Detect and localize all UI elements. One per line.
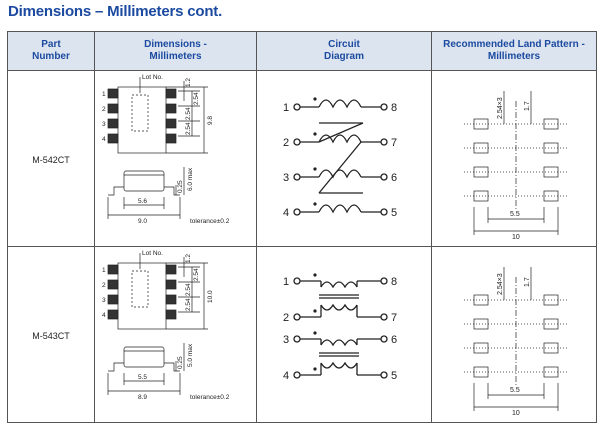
circuit-diagram: 1 2 3 4 8 7 6 5 (283, 273, 397, 382)
dim-1-2: 1.2 (185, 254, 192, 263)
dim-10: 10 (512, 410, 520, 417)
header-line: Circuit (328, 39, 360, 50)
dim-2-54: 2.54 (185, 122, 192, 135)
pin-label: 4 (283, 207, 289, 219)
pin-label: 2 (283, 137, 289, 149)
dim-1-7: 1.7 (524, 277, 531, 287)
table-row: M-542CT (7, 70, 597, 247)
pin-label: 5 (391, 370, 397, 382)
land-pattern-drawing: 2.54×3 1.7 5.5 10 (464, 91, 568, 241)
header-line: Part (41, 39, 61, 50)
circuit-diagram: 1 2 3 4 8 7 6 5 (283, 97, 397, 219)
part-number-cell: M-542CT (7, 70, 95, 247)
dim-0-25: 0.25 (177, 356, 184, 369)
dim-inner-width: 5.6 (138, 198, 147, 205)
dim-height: 9.8 (207, 116, 214, 125)
dimensions-cell: Lot No. 1 2 3 4 1.2 2.54 2.54 2.54 10.0 … (94, 246, 257, 423)
dim-2-54: 2.54 (185, 298, 192, 311)
pin-label: 1 (283, 102, 289, 114)
dim-2-54: 2.54 (193, 92, 200, 105)
dim-2-54: 2.54 (185, 107, 192, 120)
pin-label: 3 (102, 297, 106, 304)
pin-label: 4 (102, 312, 106, 319)
header-line: Recommended Land Pattern - (443, 39, 585, 50)
pin-label: 3 (283, 334, 289, 346)
header-line: Number (32, 51, 70, 62)
circuit-cell: 1 2 3 4 8 7 6 5 (256, 246, 432, 423)
pin-label: 8 (391, 102, 397, 114)
land-pattern-drawing: 2.54×3 1.7 5.5 10 (464, 267, 568, 417)
dim-outer-width: 9.0 (138, 218, 147, 225)
tolerance-note: tolerance±0.2 (190, 394, 230, 401)
dim-5-5: 5.5 (510, 211, 520, 218)
pin-label: 1 (283, 276, 289, 288)
dim-0-25: 0.25 (177, 180, 184, 193)
header-line: Dimensions - (144, 39, 207, 50)
header-line: Millimeters (149, 51, 202, 62)
part-number: M-543CT (32, 330, 70, 341)
pin-label: 2 (102, 282, 106, 289)
header-line: Millimeters (487, 51, 541, 62)
tolerance-note: tolerance±0.2 (190, 218, 230, 225)
dim-outer-width: 8.9 (138, 394, 147, 401)
pin-label: 7 (391, 137, 397, 149)
dim-1-7: 1.7 (524, 101, 531, 111)
pin-label: 6 (391, 172, 397, 184)
dim-pitch: 2.54×3 (497, 97, 504, 119)
header-dimensions: Dimensions -Millimeters (94, 31, 257, 71)
pin-label: 1 (102, 91, 106, 98)
dim-max: 6.0 max (187, 167, 194, 191)
dim-pitch: 2.54×3 (497, 273, 504, 295)
pin-label: 4 (283, 370, 289, 382)
table-row: M-543CT (7, 246, 597, 423)
part-number-cell: M-543CT (7, 246, 95, 423)
lot-label: Lot No. (142, 250, 163, 257)
dim-2-54: 2.54 (193, 268, 200, 281)
part-number: M-542CT (32, 154, 70, 165)
header-land-pattern: Recommended Land Pattern -Millimeters (431, 31, 597, 71)
dim-1-2: 1.2 (185, 78, 192, 87)
pin-label: 3 (102, 121, 106, 128)
dim-10: 10 (512, 234, 520, 241)
land-pattern-cell: 2.54×3 1.7 5.5 10 (431, 70, 597, 247)
pin-label: 3 (283, 172, 289, 184)
dim-max: 5.0 max (187, 343, 194, 367)
pin-label: 4 (102, 136, 106, 143)
dimension-drawing: Lot No. 1 2 3 4 1.2 2.54 2.54 2.54 10.0 … (102, 250, 230, 401)
pin-label: 8 (391, 276, 397, 288)
page-title: Dimensions – Millimeters cont. (8, 3, 223, 20)
dim-2-54: 2.54 (185, 283, 192, 296)
land-pattern-cell: 2.54×3 1.7 5.5 10 (431, 246, 597, 423)
dimensions-cell: Lot No. 1 2 3 4 1.2 2.54 2.54 2.54 9.8 0… (94, 70, 257, 247)
pin-label: 2 (102, 106, 106, 113)
pin-label: 7 (391, 312, 397, 324)
dimension-drawing: Lot No. 1 2 3 4 1.2 2.54 2.54 2.54 9.8 0… (102, 74, 230, 225)
pin-label: 6 (391, 334, 397, 346)
lot-label: Lot No. (142, 74, 163, 81)
dim-inner-width: 5.5 (138, 374, 147, 381)
circuit-cell: 1 2 3 4 8 7 6 5 (256, 70, 432, 247)
dim-height: 10.0 (207, 290, 214, 303)
header-line: Diagram (323, 51, 364, 62)
dim-5-5: 5.5 (510, 387, 520, 394)
pin-label: 1 (102, 267, 106, 274)
pin-label: 5 (391, 207, 397, 219)
pin-label: 2 (283, 312, 289, 324)
